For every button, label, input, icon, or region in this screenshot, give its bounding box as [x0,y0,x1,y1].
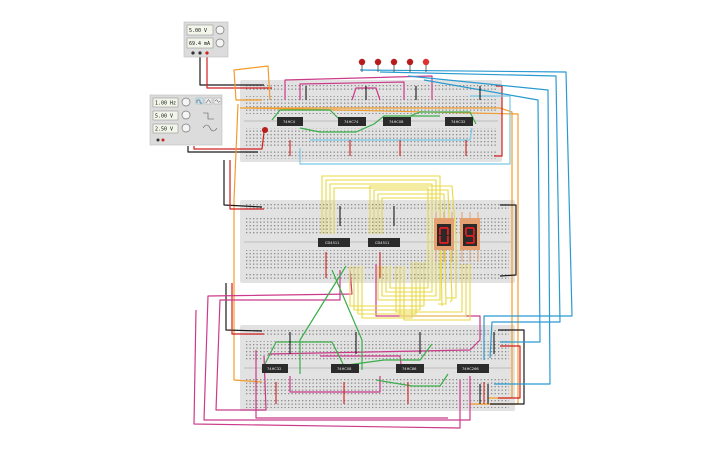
chip-label: 74HC4 [283,120,296,124]
chip-board3-4[interactable]: 74HC266 [457,364,489,373]
wire-magenta-9[interactable] [289,376,381,393]
voltage-display [186,24,214,36]
wire-lightblue-2[interactable] [310,127,473,141]
black-jumpers[interactable] [289,86,495,404]
seven-segment-display-1[interactable] [434,218,454,250]
fgen-terminal-output[interactable] [161,138,165,142]
wire-black-3[interactable] [499,204,517,277]
seven-segment-display-2[interactable] [460,218,480,250]
led-2[interactable] [374,58,382,72]
square-wave-icon [196,99,202,104]
chip-label: CD4511 [375,241,389,245]
chip-board3-2[interactable]: 74HC08 [331,364,359,373]
wire-magenta-5[interactable] [203,269,471,421]
led-4[interactable] [406,58,414,72]
current-display [186,37,214,49]
chip-board1-3[interactable]: 74HC08 [383,117,411,126]
wire-magenta-7[interactable] [255,350,448,419]
fgen-signal-wire[interactable] [193,131,265,150]
chip-board3-3[interactable]: 74HC86 [396,364,424,373]
offset-knob[interactable] [181,123,191,133]
led-input[interactable] [262,127,268,133]
red-jumpers[interactable] [275,140,485,404]
amplitude-readout: 5.00 V [155,114,173,120]
wire-orange-1[interactable] [233,65,271,101]
chip-label: 74HC86 [402,367,417,371]
supply-terminal-negative[interactable] [191,51,195,55]
chip-board2-2[interactable]: CD4511 [368,238,400,247]
sine-output-icon [202,124,218,132]
wire-blue-3[interactable] [407,75,551,385]
chip-label: CD4511 [325,241,339,245]
wire-magenta-4[interactable] [215,270,341,411]
wire-green-8[interactable] [375,373,449,387]
square-output-icon [203,112,214,120]
chip-board3-1[interactable]: 74HC32 [262,364,288,373]
power-supply[interactable]: 5.00 V 69.4 mA [183,21,229,58]
frequency-readout: 1.00 Hz [155,101,176,107]
amplitude-display [152,110,179,121]
triangle-wave-icon [205,99,212,104]
fgen-ground-wire[interactable] [187,146,258,153]
supply-current-readout: 69.4 mA [189,41,210,47]
supply-terminal-ground[interactable] [198,51,202,55]
wire-blue-1[interactable] [359,69,573,360]
sine-wave-icon [214,99,221,103]
wire-red-4[interactable] [498,345,521,399]
breadboard-bottom[interactable] [240,325,515,411]
supply-terminal-positive[interactable] [205,51,209,55]
wire-blue-2[interactable] [379,71,561,359]
triangle-wave-button[interactable] [204,97,213,105]
frequency-display [152,97,179,108]
offset-readout: 2.50 V [155,127,173,133]
frequency-knob[interactable] [181,97,191,107]
led-1[interactable] [358,58,366,72]
wire-magenta-6[interactable] [193,309,461,429]
square-wave-button[interactable] [195,97,204,105]
wire-magenta-2[interactable] [299,81,405,100]
led-5[interactable] [422,58,430,72]
wire-black-1[interactable] [223,160,263,208]
function-generator[interactable]: 1.00 Hz 5.00 V 2.50 V [149,94,223,146]
chip-board1-2[interactable]: 74HC74 [338,117,366,126]
supply-voltage-readout: 5.00 V [189,28,207,34]
wire-red-1[interactable] [229,160,264,210]
wire-green-7[interactable] [339,343,433,367]
wire-blue-4[interactable] [423,79,541,343]
supply-ground-wire[interactable] [199,56,264,86]
led-3[interactable] [390,58,398,72]
chip-label: 74HC266 [462,367,479,371]
supply-positive-wire[interactable] [206,56,272,89]
chip-board1-1[interactable]: 74HC4 [277,117,303,126]
chip-board2-1[interactable]: CD4511 [318,238,350,247]
wire-green-6[interactable] [261,341,347,371]
amplitude-knob[interactable] [181,110,191,120]
chip-board1-4[interactable]: 74HC32 [445,117,473,126]
chip-label: 74HC08 [389,120,404,124]
wire-magenta-8[interactable] [267,264,481,355]
current-knob[interactable] [215,38,225,48]
display-resistors [435,212,479,262]
chip-label: 74HC74 [344,120,359,124]
chip-label: 74HC08 [337,367,352,371]
voltage-knob[interactable] [215,25,225,35]
chip-label: 74HC32 [451,120,465,124]
wire-red-3[interactable] [494,85,503,157]
wire-black-2[interactable] [225,283,263,332]
wire-lightblue-1[interactable] [299,95,511,165]
wire-black-4[interactable] [490,329,525,405]
wire-green-1[interactable] [271,109,341,121]
fgen-terminal-ground[interactable] [156,138,160,142]
wire-green-5[interactable] [331,269,363,370]
chip-label: 74HC32 [267,367,281,371]
wire-green-2[interactable] [299,115,440,133]
offset-display [152,123,179,134]
wire-green-4[interactable] [299,265,347,374]
wire-magenta-1[interactable] [284,75,433,100]
wire-orange-2[interactable] [233,103,263,383]
